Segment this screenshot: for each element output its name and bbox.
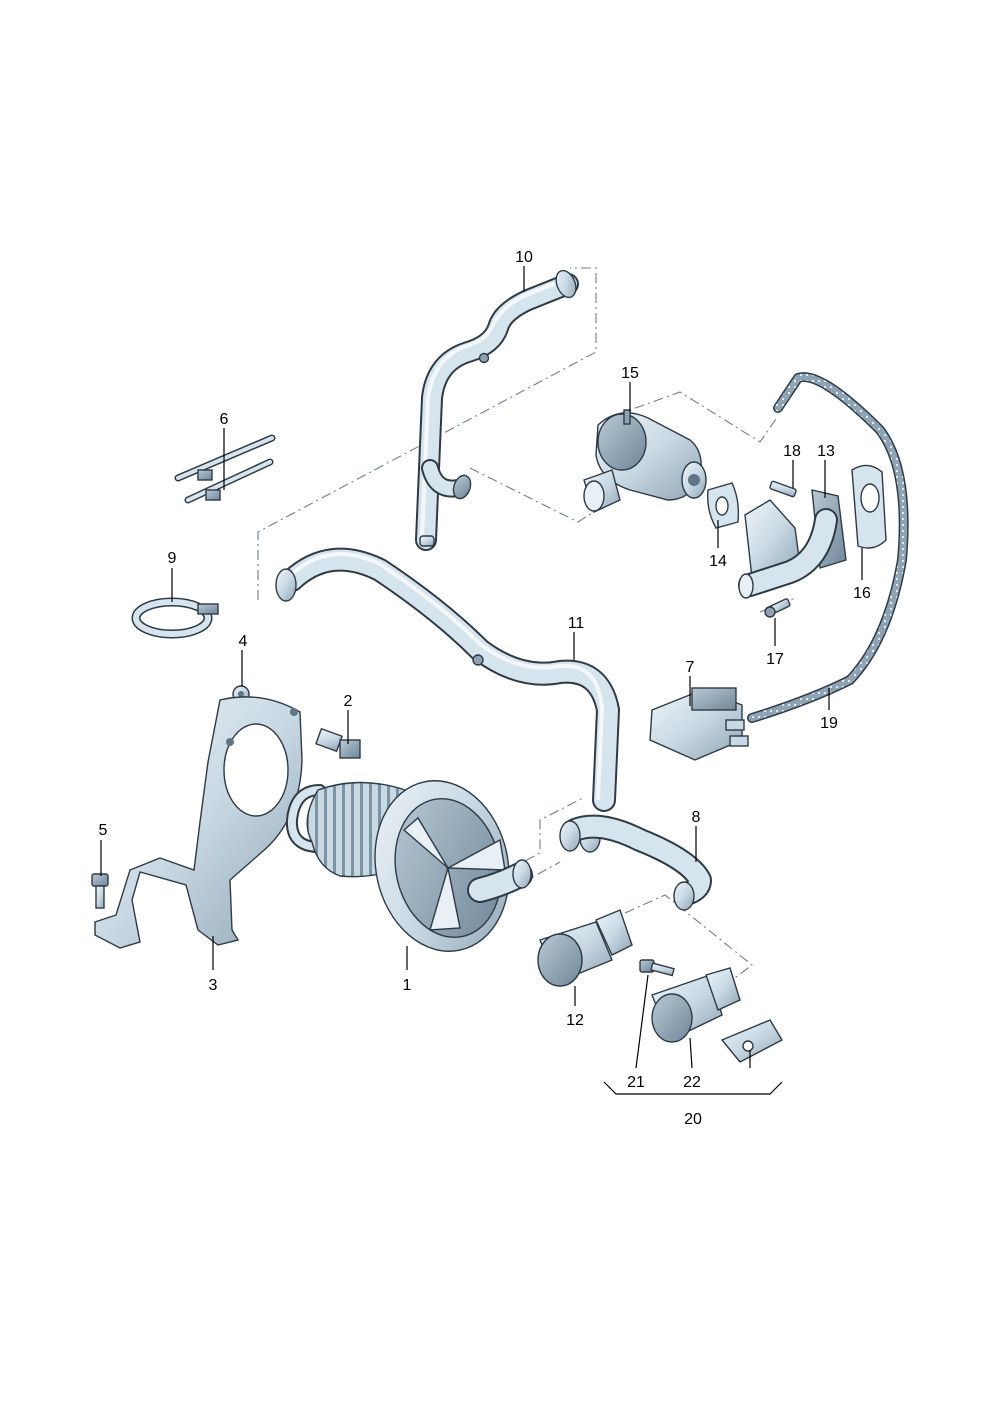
part-labels: 10 15 6 18 13 14 9 16 11 4 17 7 2 19 8 5… — [99, 249, 871, 1128]
label-3: 3 — [209, 977, 218, 994]
part-2-connector — [315, 727, 361, 759]
label-9: 9 — [168, 550, 177, 567]
part-19-vacuum-line — [747, 372, 909, 723]
label-5: 5 — [99, 822, 108, 839]
label-11: 11 — [568, 615, 585, 632]
label-7: 7 — [686, 659, 695, 676]
label-21: 21 — [627, 1074, 645, 1091]
label-22: 22 — [683, 1074, 701, 1091]
part-17-bolt — [764, 598, 791, 618]
label-6: 6 — [220, 411, 229, 428]
label-14: 14 — [709, 553, 727, 570]
part-8-hose — [559, 814, 712, 911]
part-12-connector — [537, 909, 633, 987]
leader-lines — [100, 266, 863, 1095]
label-4: 4 — [239, 633, 248, 650]
label-1: 1 — [403, 977, 412, 994]
label-8: 8 — [692, 809, 701, 826]
label-2: 2 — [344, 693, 353, 710]
label-19: 19 — [820, 715, 838, 732]
part-9-clamp — [131, 597, 219, 639]
label-13: 13 — [817, 443, 835, 460]
part-22-connector — [651, 967, 783, 1063]
label-10: 10 — [515, 249, 533, 266]
label-18: 18 — [783, 443, 801, 460]
part-21-bolt — [639, 959, 675, 977]
part-3-bracket — [94, 696, 303, 949]
label-15: 15 — [621, 365, 639, 382]
label-12: 12 — [566, 1012, 584, 1029]
label-20: 20 — [684, 1111, 702, 1128]
part-14-gasket — [706, 482, 740, 529]
label-16: 16 — [853, 585, 871, 602]
part-1-air-pump — [285, 780, 533, 952]
part-18-bolt — [769, 480, 797, 498]
part-15-valve — [583, 409, 707, 513]
part-5-bolt — [91, 873, 109, 909]
part-16-gasket — [851, 464, 887, 549]
part-11-hose — [275, 547, 620, 853]
part-7-solenoid-valve — [649, 687, 749, 761]
part-13-flange-pipe — [738, 489, 847, 599]
part-6-cable-ties — [174, 434, 276, 504]
label-17: 17 — [766, 651, 784, 668]
part-10-hose — [415, 269, 579, 551]
